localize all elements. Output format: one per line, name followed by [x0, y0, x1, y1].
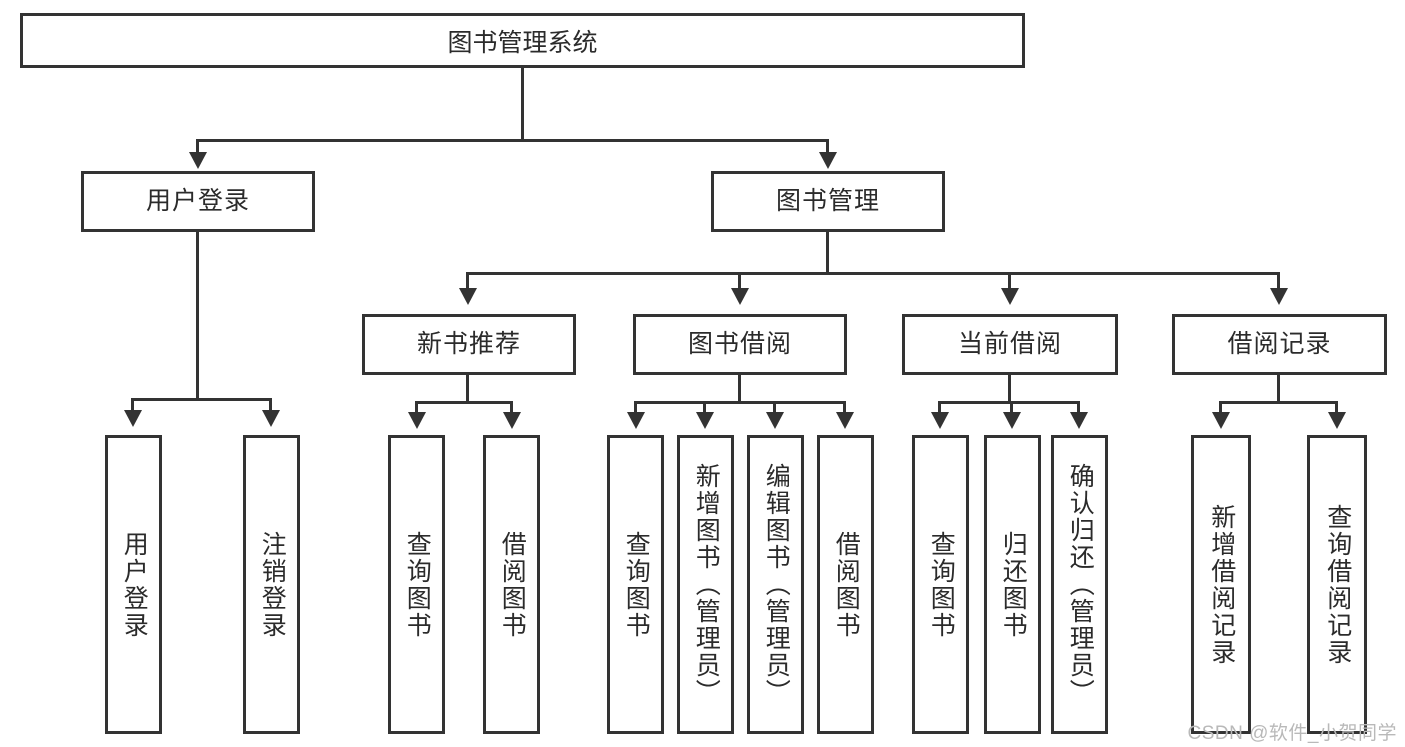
node-label: 新增借阅记录: [1207, 503, 1236, 666]
node-label: 注销登录: [258, 530, 287, 639]
leaf-current-borrow-confirm-return[interactable]: 确认归还（管理员）: [1051, 435, 1108, 734]
leaf-current-borrow-query[interactable]: 查询图书: [912, 435, 969, 734]
arrow-current-borrow-leaf2: [1003, 412, 1021, 429]
connector-user-login-bus: [131, 398, 272, 401]
node-borrow-record[interactable]: 借阅记录: [1172, 314, 1387, 375]
watermark-text: CSDN @软件_小贺同学: [1187, 723, 1397, 744]
connector-current-borrow-stem: [1008, 375, 1011, 403]
leaf-new-book-borrow[interactable]: 借阅图书: [483, 435, 540, 734]
arrow-bm-to-new-book: [459, 288, 477, 305]
leaf-current-borrow-return[interactable]: 归还图书: [984, 435, 1041, 734]
node-label: 归还图书: [999, 530, 1028, 639]
arrow-new-book-leaf1: [408, 412, 426, 429]
arrow-user-login-leaf2: [262, 410, 280, 427]
arrow-root-to-book-management: [819, 152, 837, 169]
node-label: 用户登录: [145, 186, 250, 215]
leaf-book-borrow-query[interactable]: 查询图书: [607, 435, 664, 734]
connector-current-borrow-leaf3: [1077, 401, 1080, 415]
leaf-new-book-query[interactable]: 查询图书: [388, 435, 445, 734]
node-new-book-recommend[interactable]: 新书推荐: [362, 314, 576, 375]
connector-current-borrow-leaf1: [938, 401, 941, 415]
connector-book-borrow-leaf1: [634, 401, 637, 415]
connector-root-stem: [521, 68, 524, 140]
node-label: 确认归还（管理员）: [1066, 463, 1095, 706]
connector-book-management-bus: [466, 272, 1280, 275]
node-label: 图书管理系统: [447, 28, 598, 57]
connector-bm-to-borrow-record: [1277, 272, 1280, 292]
leaf-borrow-record-add[interactable]: 新增借阅记录: [1191, 435, 1251, 734]
leaf-borrow-record-query[interactable]: 查询借阅记录: [1307, 435, 1367, 734]
node-book-management[interactable]: 图书管理: [711, 171, 945, 232]
arrow-book-borrow-leaf4: [836, 412, 854, 429]
connector-book-borrow-leaf2: [703, 401, 706, 415]
arrow-borrow-record-leaf1: [1212, 412, 1230, 429]
arrow-borrow-record-leaf2: [1328, 412, 1346, 429]
node-root-book-management-system[interactable]: 图书管理系统: [20, 13, 1025, 68]
connector-current-borrow-bus: [938, 401, 1080, 404]
connector-bm-to-current-borrow: [1008, 272, 1011, 292]
connector-current-borrow-leaf2: [1010, 401, 1013, 415]
connector-book-borrow-leaf3: [773, 401, 776, 415]
node-label: 当前借阅: [957, 329, 1062, 358]
node-label: 借阅图书: [832, 530, 861, 639]
arrow-root-to-user-login: [189, 152, 207, 169]
arrow-bm-to-current-borrow: [1001, 288, 1019, 305]
arrow-new-book-leaf2: [503, 412, 521, 429]
node-user-login[interactable]: 用户登录: [81, 171, 315, 232]
connector-new-book-leaf1: [415, 401, 418, 415]
connector-borrow-record-leaf2: [1335, 401, 1338, 415]
node-label: 图书管理: [775, 186, 880, 215]
connector-book-borrow-stem: [738, 375, 741, 403]
connector-book-borrow-bus: [634, 401, 846, 404]
node-label: 查询图书: [622, 530, 651, 639]
leaf-book-borrow-add[interactable]: 新增图书（管理员）: [677, 435, 734, 734]
node-book-borrow[interactable]: 图书借阅: [633, 314, 847, 375]
connector-new-book-bus: [415, 401, 513, 404]
connector-root-to-user-login: [196, 139, 199, 157]
arrow-book-borrow-leaf2: [696, 412, 714, 429]
connector-root-bus: [196, 139, 829, 142]
connector-new-book-leaf2: [510, 401, 513, 415]
arrow-book-borrow-leaf1: [627, 412, 645, 429]
leaf-user-login-login[interactable]: 用户登录: [105, 435, 162, 734]
node-label: 新书推荐: [416, 329, 521, 358]
arrow-current-borrow-leaf1: [931, 412, 949, 429]
node-label: 借阅记录: [1227, 329, 1332, 358]
arrow-bm-to-borrow-record: [1270, 288, 1288, 305]
node-label: 查询借阅记录: [1323, 503, 1352, 666]
connector-root-to-book-management: [826, 139, 829, 157]
arrow-current-borrow-leaf3: [1070, 412, 1088, 429]
connector-book-borrow-leaf4: [843, 401, 846, 415]
arrow-bm-to-book-borrow: [731, 288, 749, 305]
node-label: 查询图书: [927, 530, 956, 639]
node-label: 新增图书（管理员）: [692, 463, 721, 706]
connector-user-login-leaf1: [131, 398, 134, 414]
arrow-book-borrow-leaf3: [766, 412, 784, 429]
node-label: 图书借阅: [687, 329, 792, 358]
node-current-borrow[interactable]: 当前借阅: [902, 314, 1118, 375]
node-label: 查询图书: [403, 530, 432, 639]
connector-borrow-record-bus: [1219, 401, 1338, 404]
leaf-book-borrow-borrow[interactable]: 借阅图书: [817, 435, 874, 734]
node-label: 用户登录: [120, 530, 149, 639]
node-label: 借阅图书: [498, 530, 527, 639]
leaf-user-login-logout[interactable]: 注销登录: [243, 435, 300, 734]
connector-borrow-record-stem: [1277, 375, 1280, 403]
connector-user-login-stem: [196, 232, 199, 400]
connector-book-management-stem: [826, 232, 829, 274]
connector-user-login-leaf2: [269, 398, 272, 414]
leaf-book-borrow-edit[interactable]: 编辑图书（管理员）: [747, 435, 804, 734]
node-label: 编辑图书（管理员）: [762, 463, 791, 706]
connector-borrow-record-leaf1: [1219, 401, 1222, 415]
connector-new-book-stem: [466, 375, 469, 403]
connector-bm-to-book-borrow: [738, 272, 741, 292]
connector-bm-to-new-book: [466, 272, 469, 292]
arrow-user-login-leaf1: [124, 410, 142, 427]
